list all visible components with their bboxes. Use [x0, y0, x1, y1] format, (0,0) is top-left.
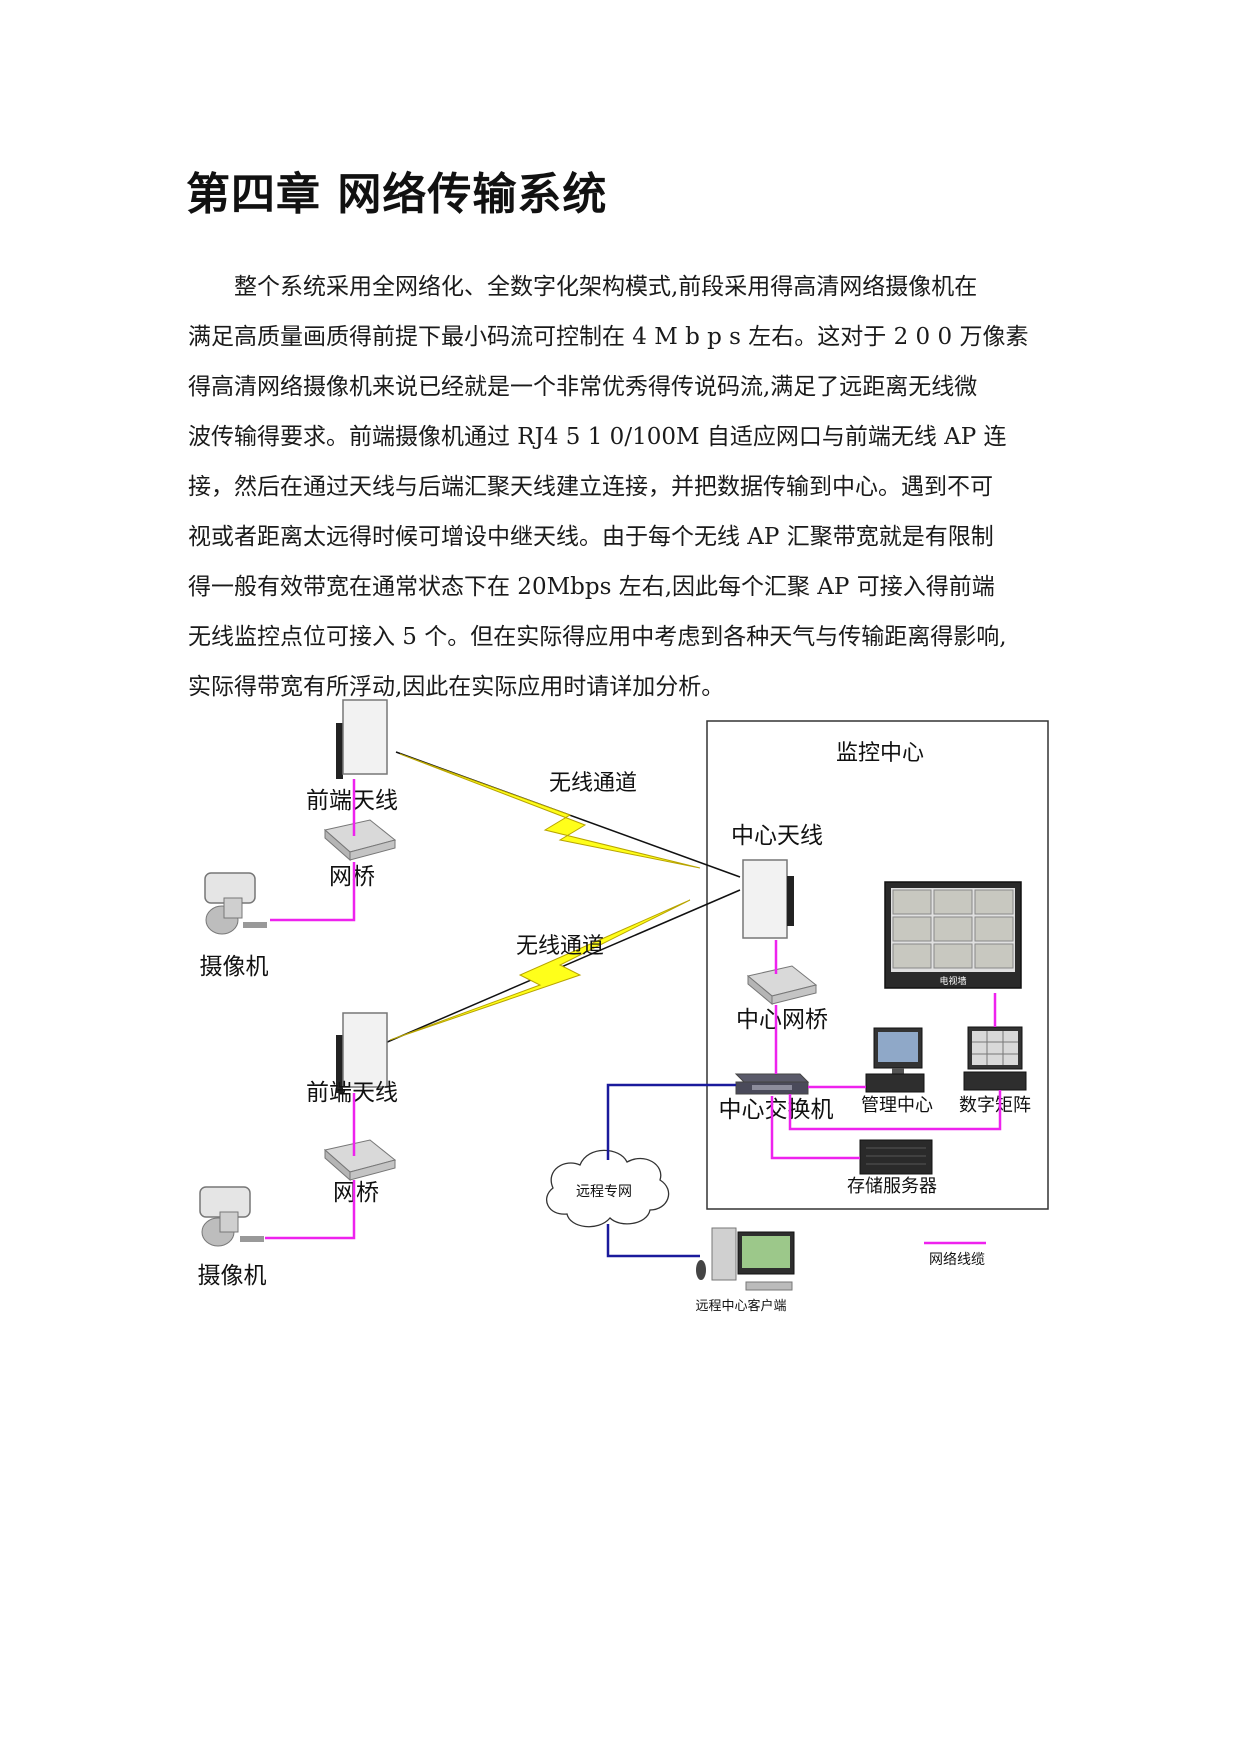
front-antenna-label: 前端天线: [306, 788, 398, 814]
body-paragraph: 整个系统采用全网络化、全数字化架构模式,前段采用得高清网络摄像机在 满足高质量画…: [188, 262, 1058, 712]
chapter-title: 第四章 网络传输系统: [186, 169, 608, 220]
paragraph-line: 接，然后在通过天线与后端汇聚天线建立连接，并把数据传输到中心。遇到不可: [188, 474, 993, 500]
camera-label: 摄像机: [200, 954, 269, 980]
storage-server-label: 存储服务器: [847, 1176, 937, 1197]
wireless-bolt-icon: [399, 753, 701, 869]
storage-server-icon: [859, 1139, 933, 1175]
paragraph-line: 无线监控点位可接入 5 个。但在实际得应用中考虑到各种天气与传输距离得影响,: [188, 624, 1007, 650]
remote-client-pc-icon: [696, 1227, 795, 1291]
control-center-label: 监控中心: [836, 741, 924, 766]
front-antenna-label: 前端天线: [306, 1080, 398, 1106]
paragraph-line: 实际得带宽有所浮动,因此在实际应用时请详加分析。: [188, 674, 725, 700]
center-antenna-label: 中心天线: [731, 823, 823, 849]
antenna-icon: [336, 699, 388, 779]
tv-wall-label: 电视墙: [939, 975, 966, 987]
management-center-label: 管理中心: [861, 1095, 933, 1116]
bridge-label: 网桥: [333, 1180, 379, 1206]
paragraph-line: 波传输得要求。前端摄像机通过 RJ4 5 1 0/100M 自适应网口与前端无线…: [188, 424, 1007, 450]
wireless-channel-label: 无线通道: [549, 771, 637, 796]
camera-icon: [199, 1186, 264, 1247]
center-switch-label: 中心交换机: [719, 1097, 834, 1123]
bridge-icon: [323, 819, 397, 862]
control-center-box: [706, 720, 1049, 1210]
cloud-icon: [546, 1149, 670, 1228]
paragraph-line: 得高清网络摄像机来说已经就是一个非常优秀得传说码流,满足了远距离无线微: [188, 374, 978, 400]
center-bridge-label: 中心网桥: [736, 1007, 828, 1033]
remote-network-label: 远程专网: [576, 1184, 632, 1200]
bridge-icon: [323, 1139, 397, 1182]
wireless-bolt-icon: [389, 899, 691, 1041]
paragraph-line: 满足高质量画质得前提下最小码流可控制在 4 M b p s 左右。这对于 2 0…: [188, 324, 1029, 350]
network-cables: [265, 779, 1002, 1240]
tv-wall-icon: 电视墙: [884, 881, 1022, 989]
legend-cable-label: 网络线缆: [929, 1252, 985, 1268]
matrix-icon: [963, 1026, 1027, 1091]
management-pc-icon: [865, 1027, 925, 1093]
paragraph-line: 得一般有效带宽在通常状态下在 20Mbps 左右,因此每个汇聚 AP 可接入得前…: [188, 574, 995, 600]
digital-matrix-label: 数字矩阵: [959, 1095, 1031, 1116]
remote-client-label: 远程中心客户端: [695, 1298, 786, 1314]
remote-links: [606, 1083, 736, 1258]
wireless-channel-label: 无线通道: [516, 934, 604, 959]
paragraph-line: 整个系统采用全网络化、全数字化架构模式,前段采用得高清网络摄像机在: [234, 274, 978, 300]
antenna-icon: [336, 1012, 388, 1093]
paragraph-line: 视或者距离太远得时候可增设中继天线。由于每个无线 AP 汇聚带宽就是有限制: [188, 524, 994, 550]
switch-icon: [734, 1073, 810, 1095]
antenna-icon: [742, 859, 794, 939]
camera-icon: [204, 872, 267, 935]
bridge-icon: [746, 965, 818, 1006]
camera-label: 摄像机: [198, 1263, 267, 1289]
bridge-label: 网桥: [329, 864, 375, 890]
